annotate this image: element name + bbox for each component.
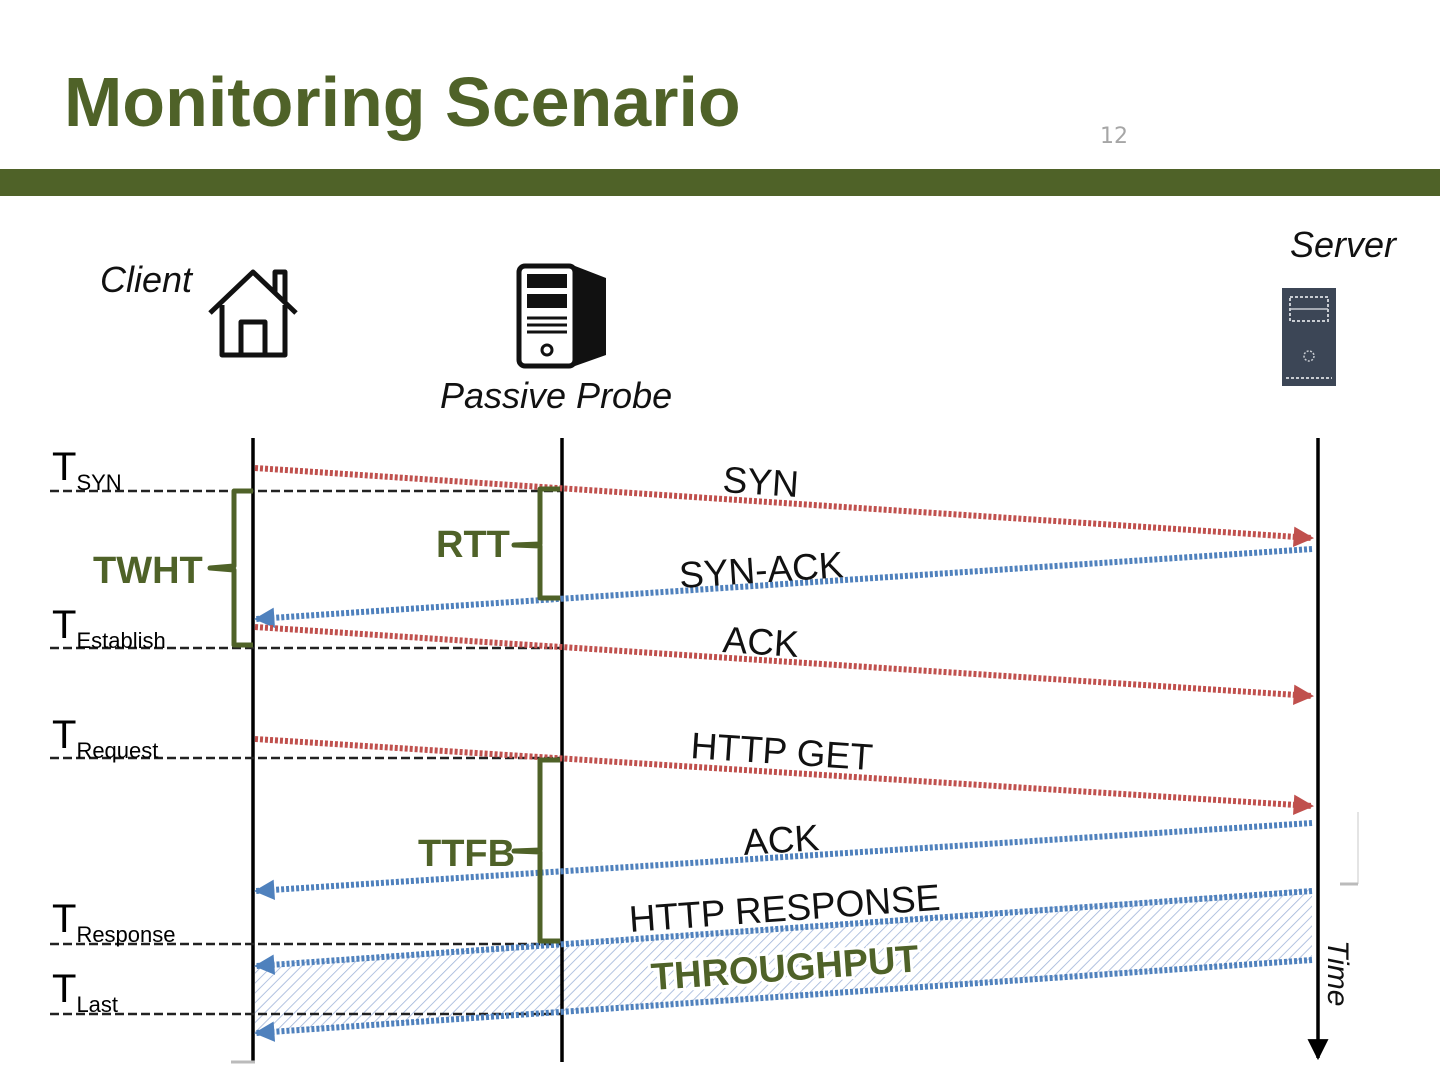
http-get-label: HTTP GET <box>689 725 874 778</box>
twht-label: TWHT <box>93 550 203 592</box>
probe-label: Passive Probe <box>440 375 672 416</box>
trequest-marker: TRequest <box>52 713 158 763</box>
server-icon <box>1282 288 1336 386</box>
tresponse-marker: TResponse <box>52 897 176 947</box>
client-label: Client <box>100 259 194 300</box>
ack2-label: ACK <box>742 817 821 863</box>
ack-label: ACK <box>721 619 800 665</box>
ack2-arrow <box>253 820 1313 900</box>
tsyn-marker: TSYN <box>52 445 122 495</box>
computer-tower-icon <box>516 263 606 369</box>
ttfb-brace <box>511 757 560 944</box>
http-response-arrow <box>253 888 1313 975</box>
rtt-label: RTT <box>436 524 510 566</box>
page-number: 12 <box>1100 124 1128 149</box>
http-get-arrow <box>254 736 1315 816</box>
title-bar <box>0 169 1440 196</box>
twht-brace <box>207 488 253 648</box>
rtt-brace <box>511 486 560 601</box>
time-axis-label: Time <box>1321 940 1354 1006</box>
syn-arrow <box>254 465 1315 547</box>
slide-title: Monitoring Scenario <box>64 63 741 141</box>
syn-ack-label: SYN-ACK <box>678 544 845 596</box>
syn-label: SYN <box>721 459 800 505</box>
throughput-region <box>255 888 1312 1032</box>
ack-arrow <box>254 624 1315 705</box>
server-label: Server <box>1290 224 1398 265</box>
testablish-marker: TEstablish <box>52 603 166 653</box>
ttfb-label: TTFB <box>418 833 515 875</box>
house-icon <box>208 269 298 358</box>
syn-ack-arrow <box>253 546 1313 628</box>
last-data-arrow <box>253 957 1313 1042</box>
tlast-marker: TLast <box>52 967 118 1017</box>
